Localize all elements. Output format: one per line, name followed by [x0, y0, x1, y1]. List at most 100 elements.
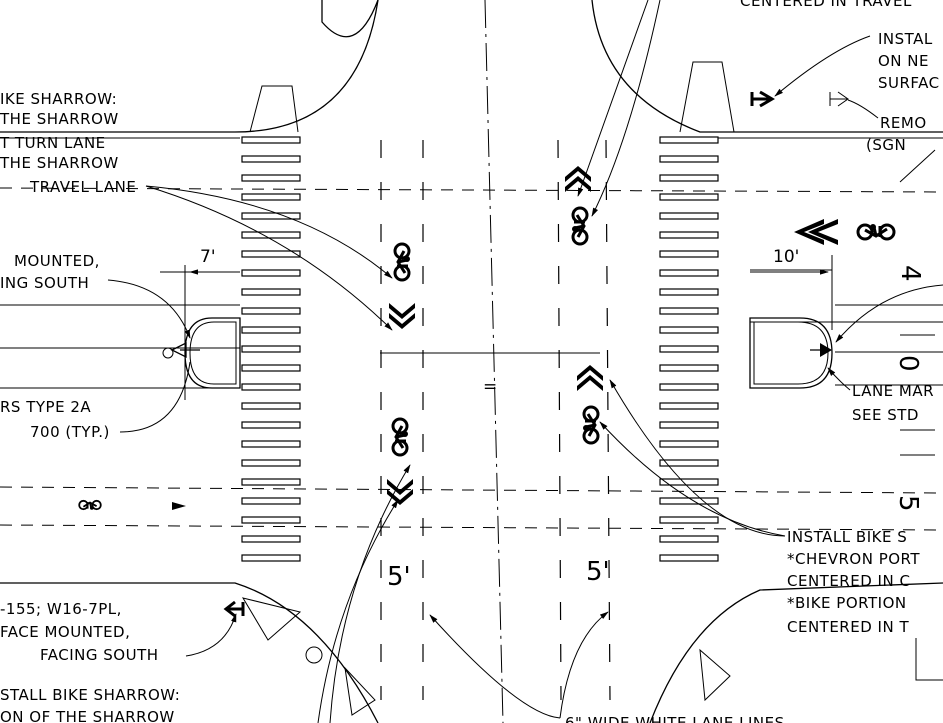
sharrow-bike-2 — [391, 417, 410, 457]
callout-lane-mark-2: SEE STD — [852, 406, 919, 424]
cw-left-bar — [241, 497, 301, 505]
callout-left-sharrow-1: IKE SHARROW: — [0, 90, 117, 108]
station-digit-3: 5 — [893, 495, 923, 512]
cw-left-bar — [241, 326, 301, 334]
station-digits: 4 0 5 — [893, 149, 936, 512]
sharrow-bike-1 — [393, 242, 412, 282]
cw-right-bar — [659, 516, 719, 524]
cw-right-bar — [659, 231, 719, 239]
cw-left-bar — [241, 364, 301, 372]
cw-left-bar — [241, 193, 301, 201]
cw-right-bar — [659, 554, 719, 562]
dimensions: 7' 10' 5' 5' = — [189, 247, 829, 592]
callout-install-bike-3: CENTERED IN C — [787, 572, 910, 590]
callout-left-sharrow-4: THE SHARROW — [0, 154, 119, 172]
cw-right-bar — [659, 288, 719, 296]
cw-left-bar — [241, 136, 301, 144]
cw-right-bar — [659, 193, 719, 201]
cw-left-bar — [241, 516, 301, 524]
callout-left-sharrow-5: TRAVEL LANE — [29, 178, 136, 196]
median-left — [160, 265, 241, 400]
station-digit-2: 0 — [893, 355, 923, 372]
crosswalk-right — [659, 136, 719, 562]
cw-right-bar — [659, 421, 719, 429]
callout-install-bike-2: *CHEVRON PORT — [787, 550, 920, 568]
cw-right-bar — [659, 383, 719, 391]
callout-install-bike-4: *BIKE PORTION — [787, 594, 907, 612]
cw-left-bar — [241, 269, 301, 277]
cw-left-bar — [241, 440, 301, 448]
cw-left-bar — [241, 155, 301, 163]
callout-bottom-left-2: ON OF THE SHARROW — [0, 708, 175, 723]
cw-right-bar — [659, 136, 719, 144]
callout-install-new-1: INSTAL — [878, 30, 933, 48]
sharrow-bike-west — [78, 499, 102, 511]
sharrow-chevron-east — [794, 219, 838, 245]
sharrow-bike-3 — [570, 206, 589, 246]
leader-lines — [107, 0, 943, 723]
callout-install-new-3: SURFAC — [878, 74, 940, 92]
callout-top-center: CENTERED IN TRAVEL — [740, 0, 912, 10]
cw-right-bar — [659, 250, 719, 258]
cw-right-bar — [659, 174, 719, 182]
sharrow-markings — [78, 166, 896, 511]
callout-sign-1: -155; W16-7PL, — [0, 600, 122, 618]
dim-right-island: 10' — [773, 247, 799, 267]
cw-right-bar — [659, 497, 719, 505]
sharrow-bike-east — [856, 222, 896, 241]
callout-bottom-left-1: STALL BIKE SHARROW: — [0, 686, 180, 704]
callout-lane-mark-1: LANE MAR — [852, 382, 934, 400]
cw-left-bar — [241, 402, 301, 410]
dim-left-island: 7' — [200, 247, 216, 267]
cw-left-bar — [241, 421, 301, 429]
cw-right-bar — [659, 478, 719, 486]
cw-right-bar — [659, 212, 719, 220]
cw-left-bar — [241, 383, 301, 391]
cw-left-bar — [241, 478, 301, 486]
callout-left-sharrow-2: THE SHARROW — [0, 110, 119, 128]
cw-right-bar — [659, 326, 719, 334]
callout-left-sharrow-3: T TURN LANE — [0, 134, 106, 152]
median-right — [749, 255, 833, 389]
cw-right-bar — [659, 402, 719, 410]
cw-left-bar — [241, 535, 301, 543]
sign-symbols — [223, 90, 849, 618]
equals-mark: = — [483, 377, 497, 397]
callout-bottom-center: 6" WIDE WHITE LANE LINES — [565, 714, 785, 723]
callout-type2a-2: 700 (TYP.) — [30, 423, 110, 441]
cw-right-bar — [659, 307, 719, 315]
cw-right-bar — [659, 155, 719, 163]
cw-right-bar — [659, 459, 719, 467]
sharrow-chevron-1 — [389, 303, 415, 329]
cw-left-bar — [241, 288, 301, 296]
cw-left-bar — [241, 459, 301, 467]
cw-left-bar — [241, 174, 301, 182]
cw-right-bar — [659, 535, 719, 543]
cw-left-bar — [241, 345, 301, 353]
callout-remove-1: REMO — [880, 114, 927, 132]
cw-right-bar — [659, 364, 719, 372]
cw-left-bar — [241, 307, 301, 315]
sharrow-chevron-4 — [577, 365, 603, 391]
crosswalk-left — [241, 136, 301, 562]
callout-left-mounted-1: MOUNTED, — [14, 252, 100, 270]
callout-type2a-1: RS TYPE 2A — [0, 398, 91, 416]
cw-left-bar — [241, 250, 301, 258]
dim-lane-left: 5' — [387, 562, 411, 592]
sharrow-bike-4 — [581, 405, 600, 445]
cw-left-bar — [241, 212, 301, 220]
cw-left-bar — [241, 231, 301, 239]
cw-left-bar — [241, 554, 301, 562]
station-digit-1: 4 — [895, 265, 925, 282]
callout-install-new-2: ON NE — [878, 52, 929, 70]
callout-install-bike-1: INSTALL BIKE S — [787, 528, 907, 546]
cw-right-bar — [659, 269, 719, 277]
callout-sign-2: FACE MOUNTED, — [0, 623, 130, 641]
dim-lane-right: 5' — [586, 557, 610, 587]
cw-right-bar — [659, 440, 719, 448]
callout-left-mounted-2: ING SOUTH — [0, 274, 89, 292]
callout-sign-3: FACING SOUTH — [40, 646, 159, 664]
